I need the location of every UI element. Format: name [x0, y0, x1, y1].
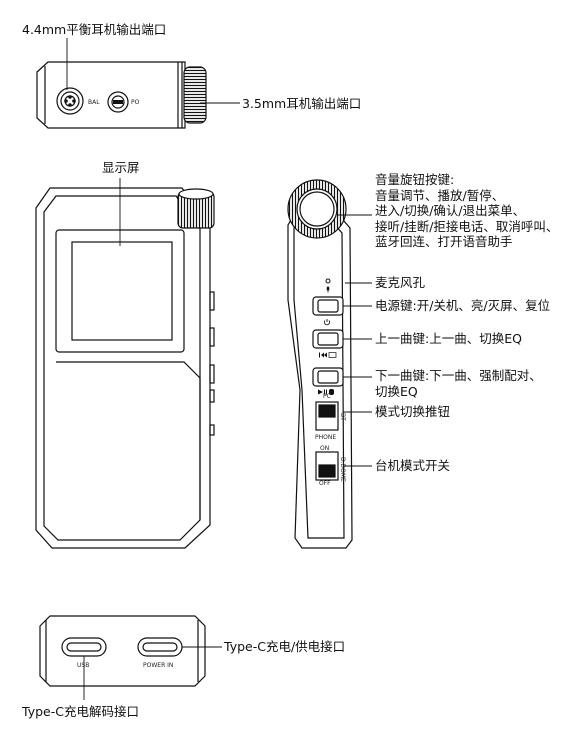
on-mark: ON: [320, 445, 329, 452]
volume-knob-label-line: 接听/挂断/拒接电话、取消呼叫、: [375, 218, 559, 234]
mic-label: 麦克风孔: [375, 275, 426, 290]
bt-mark: BT: [339, 413, 346, 421]
previous-track-icon: [319, 352, 337, 358]
typec-decode-label: Type-C充电解码接口: [22, 704, 139, 719]
front-view: [35, 187, 215, 549]
play-pause-bluetooth-icon: [318, 389, 334, 395]
off-mark: OFF: [319, 480, 331, 487]
mode-switch-label: 模式切换推钮: [375, 404, 451, 419]
volume-knob-label-line: 音量旋钮按键:: [375, 172, 455, 187]
ddome-mark: D.DOME: [339, 457, 346, 482]
volume-knob-label-line: 蓝牙回连、打开语音助手: [375, 234, 513, 249]
next-key-label-line: 切换EQ: [375, 383, 418, 399]
microphone-icon: [326, 286, 330, 293]
volume-knob-label-line: 音量调节、播放/暂停、: [375, 187, 505, 203]
pc-mark: PC: [323, 393, 331, 400]
single-ended-port-label: 3.5mm耳机输出端口: [242, 96, 362, 111]
usb-mark: USB: [77, 662, 89, 669]
power-in-mark: POWER IN: [143, 662, 173, 669]
top-view: [36, 61, 207, 129]
phone-mark: PHONE: [315, 434, 336, 441]
volume-knob-label: 音量旋钮按键: 音量调节、播放/暂停、 进入/切换/确认/退出菜单、 接听/挂断…: [375, 172, 585, 250]
side-view: [287, 179, 353, 549]
display-label: 显示屏: [102, 160, 140, 175]
bottom-view: [39, 615, 206, 687]
next-key-label-line: 下一曲键:下一曲、强制配对、: [375, 368, 542, 383]
bal-mark: BAL: [88, 99, 100, 106]
volume-knob-label-line: 进入/切换/确认/退出菜单、: [375, 203, 526, 218]
typec-power-label: Type-C充电/供电接口: [224, 639, 346, 654]
po-mark: PO: [131, 99, 140, 106]
power-icon: [323, 319, 331, 326]
power-key-label: 电源键:开/关机、亮/灭屏、复位: [375, 298, 551, 313]
balanced-port-label: 4.4mm平衡耳机输出端口: [22, 22, 167, 37]
desktop-switch-label: 台机模式开关: [375, 458, 451, 473]
next-key-label: 下一曲键:下一曲、强制配对、 切换EQ: [375, 368, 580, 399]
prev-key-label: 上一曲键:上一曲、切换EQ: [375, 331, 522, 346]
